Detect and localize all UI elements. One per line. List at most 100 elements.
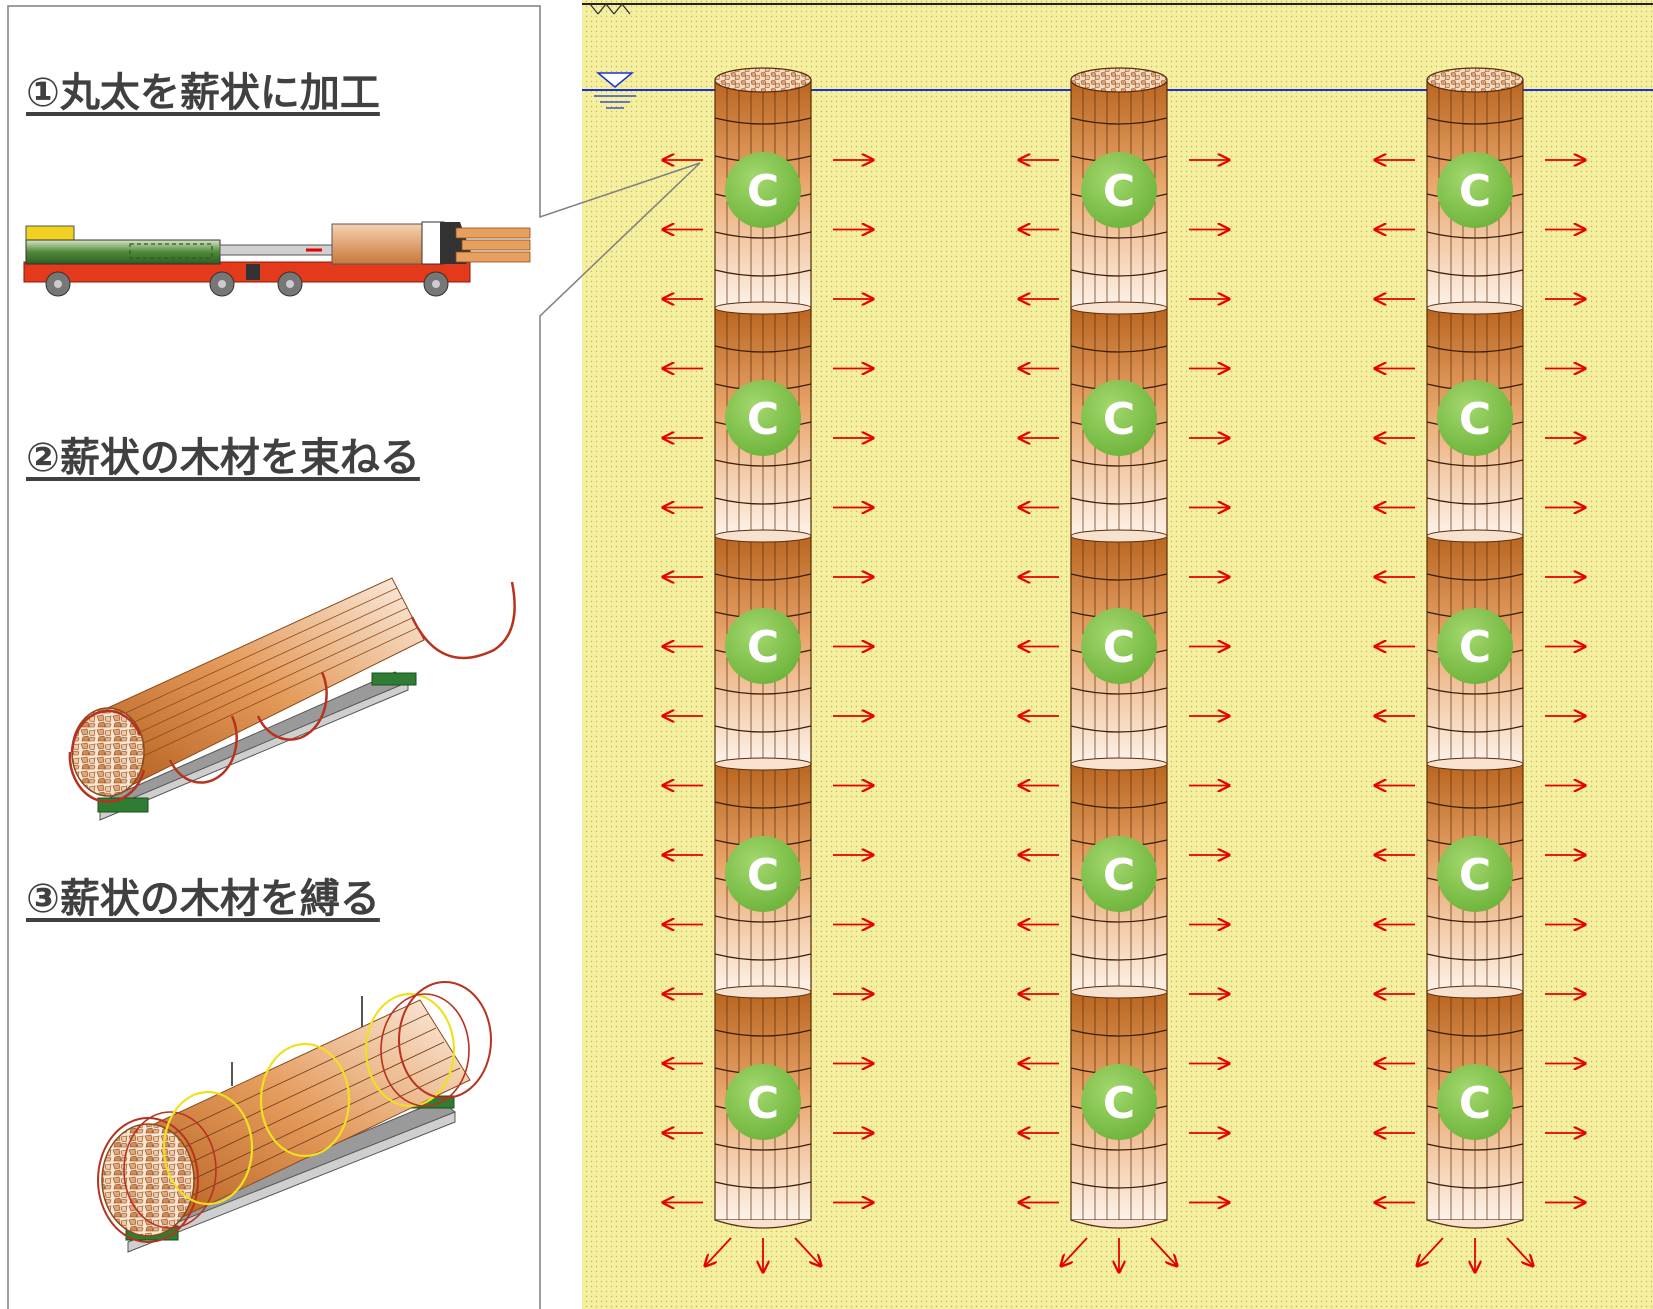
carbon-icon: [725, 608, 801, 684]
carbon-label: C: [747, 850, 779, 901]
carbon-icon: [725, 1064, 801, 1140]
binding-wire: [714, 117, 812, 125]
carbon-icon: [1081, 836, 1157, 912]
binding-wire: [714, 269, 812, 277]
pile-bottom: [1070, 1219, 1168, 1229]
binding-wire: [1070, 725, 1168, 733]
binding-wire: [1426, 1181, 1524, 1189]
carbon-icon: [725, 836, 801, 912]
binding-wire: [1070, 953, 1168, 961]
binding-wire: [714, 1143, 812, 1151]
step-3-title: ③薪状の木材を縛る: [26, 876, 380, 922]
segment-joint: [1426, 301, 1524, 315]
binding-wire: [1426, 687, 1524, 695]
arrow-icon: [1417, 1237, 1444, 1266]
binding-wire: [1426, 725, 1524, 733]
binding-wire: [1426, 117, 1524, 125]
binding-wire: [1070, 269, 1168, 277]
binding-wire: [1426, 497, 1524, 505]
binding-wire: [1426, 269, 1524, 277]
carbon-label: C: [1459, 394, 1491, 445]
binding-wire: [1426, 953, 1524, 961]
pile-bottom: [1426, 1219, 1524, 1229]
segment-joint: [1426, 985, 1524, 999]
binding-wire: [714, 801, 812, 809]
carbon-icon: [725, 380, 801, 456]
water-level-icon: [594, 72, 636, 109]
pile-top: [714, 67, 812, 93]
carbon-label: C: [1459, 850, 1491, 901]
carbon-icon: [1437, 380, 1513, 456]
pile-top: [1070, 67, 1168, 93]
binding-wire: [1426, 573, 1524, 581]
binding-wire: [714, 953, 812, 961]
pile-top: [1426, 67, 1524, 93]
carbon-icon: [725, 152, 801, 228]
binding-wire: [1070, 345, 1168, 353]
carbon-label: C: [1103, 1078, 1135, 1129]
carbon-icon: [1437, 152, 1513, 228]
binding-wire: [1070, 1029, 1168, 1037]
binding-wire: [714, 915, 812, 923]
carbon-label: C: [747, 166, 779, 217]
carbon-label: C: [1103, 394, 1135, 445]
segment-joint: [714, 529, 812, 543]
pile-bottom: [714, 1219, 812, 1229]
tying-illustration: [97, 981, 492, 1253]
segment-joint: [714, 757, 812, 771]
carbon-icon: [1081, 608, 1157, 684]
segment-joint: [1426, 757, 1524, 771]
binding-wire: [714, 231, 812, 239]
arrow-icon: [1150, 1237, 1177, 1266]
ground-surface-icon: [589, 3, 631, 15]
carbon-label: C: [1103, 850, 1135, 901]
binding-wire: [714, 345, 812, 353]
carbon-label: C: [1103, 622, 1135, 673]
binding-wire: [1426, 459, 1524, 467]
carbon-icon: [1081, 380, 1157, 456]
segment-joint: [1426, 529, 1524, 543]
binding-wire: [1070, 915, 1168, 923]
binding-wire: [1426, 231, 1524, 239]
segment-joint: [1070, 757, 1168, 771]
binding-wire: [1070, 801, 1168, 809]
carbon-label: C: [1459, 622, 1491, 673]
arrow-icon: [1061, 1237, 1088, 1266]
binding-wire: [714, 687, 812, 695]
splitting-machine: [23, 221, 531, 297]
step-1-title: ①丸太を薪状に加工: [26, 70, 380, 116]
carbon-icon: [1437, 608, 1513, 684]
binding-wire: [714, 1029, 812, 1037]
timber-pile: C C C C C: [1019, 67, 1229, 1272]
segment-joint: [1070, 529, 1168, 543]
binding-wire: [714, 497, 812, 505]
binding-wire: [1070, 1143, 1168, 1151]
binding-wire: [1070, 231, 1168, 239]
arrow-icon: [794, 1237, 821, 1266]
segment-joint: [714, 985, 812, 999]
carbon-label: C: [1103, 166, 1135, 217]
binding-wire: [1070, 573, 1168, 581]
carbon-icon: [1081, 1064, 1157, 1140]
bundling-illustration: [68, 577, 516, 821]
step-2-title: ②薪状の木材を束ねる: [26, 435, 420, 481]
binding-wire: [1426, 915, 1524, 923]
binding-wire: [1426, 345, 1524, 353]
segment-joint: [714, 301, 812, 315]
arrow-icon: [705, 1237, 732, 1266]
binding-wire: [1426, 801, 1524, 809]
carbon-icon: [1081, 152, 1157, 228]
binding-wire: [1070, 687, 1168, 695]
carbon-label: C: [1459, 1078, 1491, 1129]
binding-wire: [714, 725, 812, 733]
binding-wire: [1426, 1029, 1524, 1037]
binding-wire: [714, 1181, 812, 1189]
carbon-label: C: [747, 622, 779, 673]
binding-wire: [1070, 1181, 1168, 1189]
segment-joint: [1070, 985, 1168, 999]
